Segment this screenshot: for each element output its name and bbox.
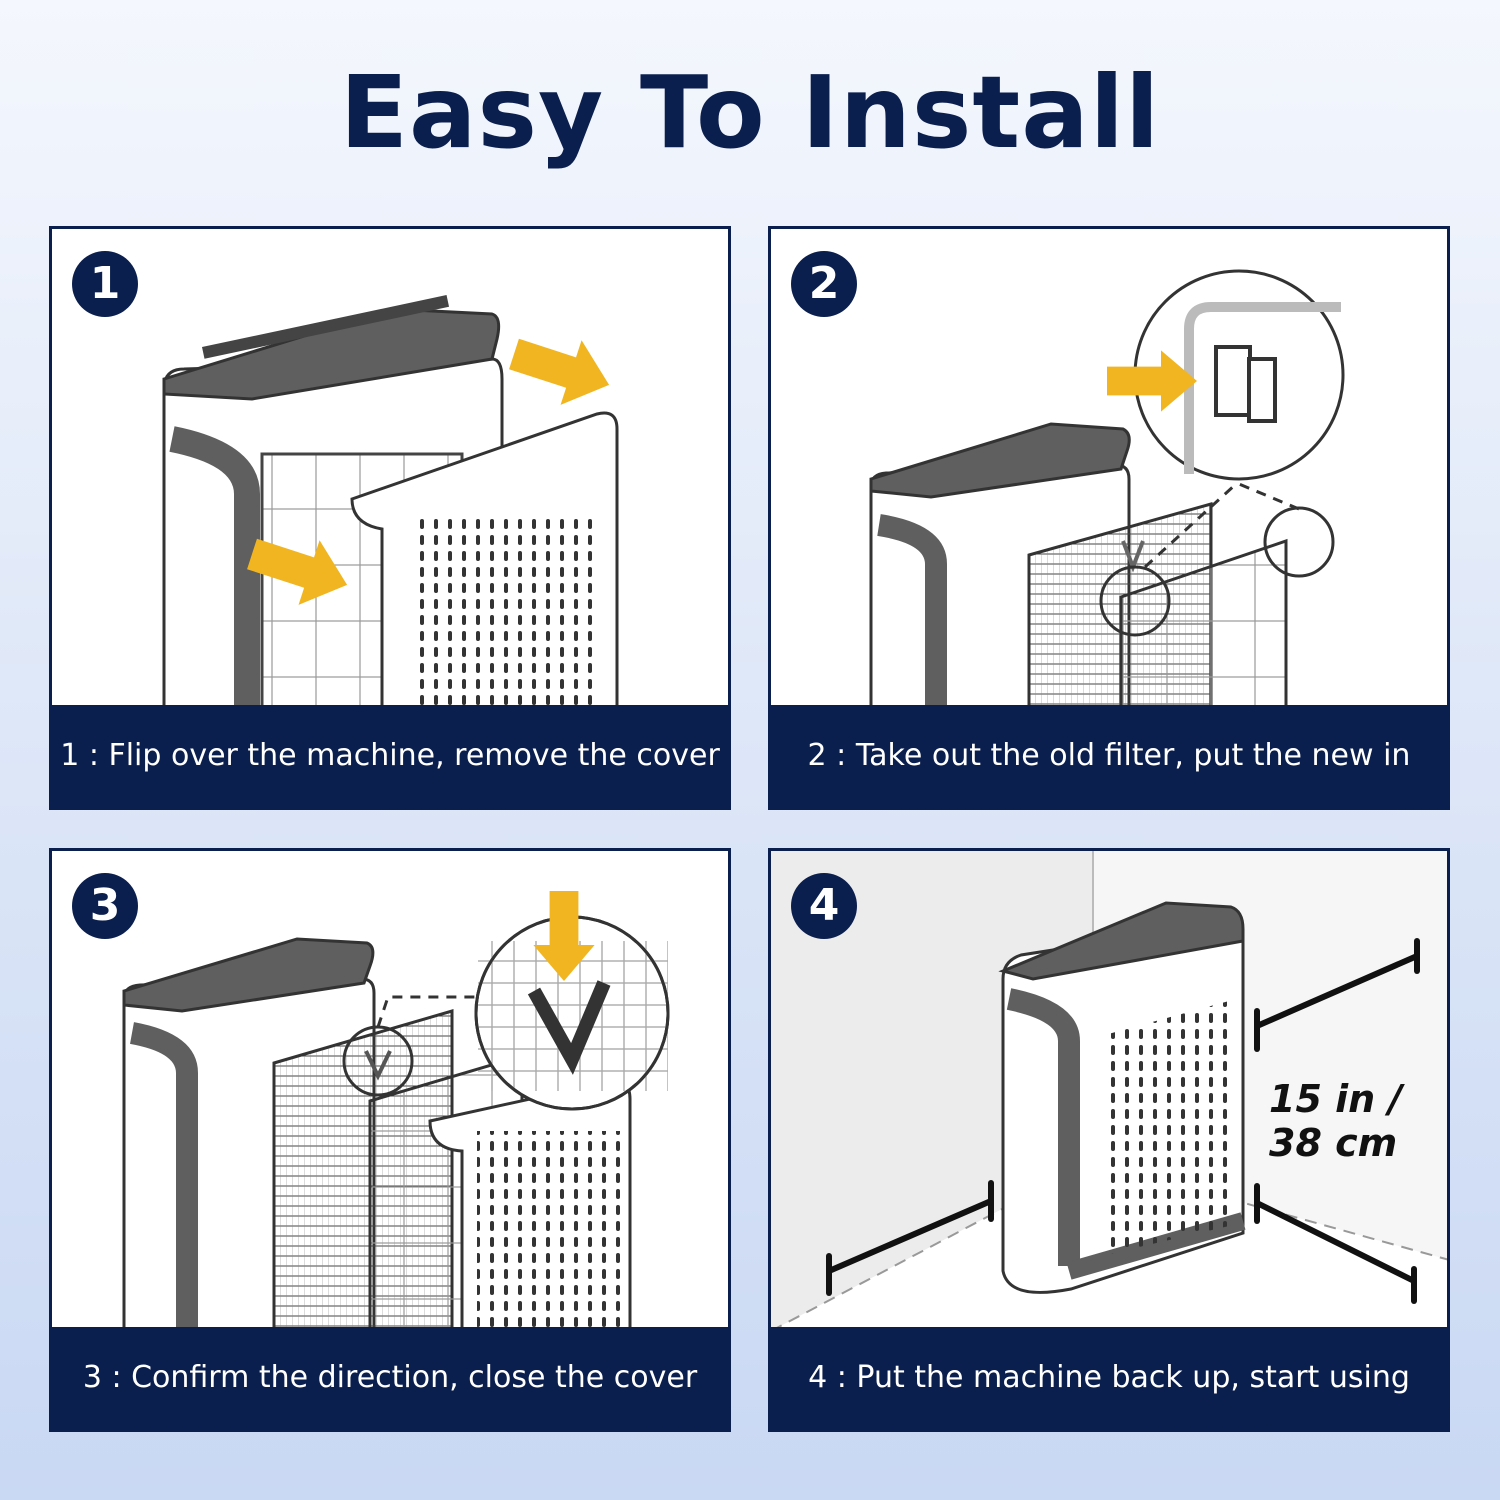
dimension-line-right-upper [1254, 938, 1420, 1052]
magnifier-circle-icon [1263, 506, 1335, 578]
magnifier-circle-icon [474, 915, 670, 1111]
step-number-badge: 2 [791, 251, 857, 317]
page-title: Easy To Install [339, 54, 1161, 171]
step-2-illustration [869, 269, 1345, 711]
step-2-panel: 2 2 : Take out the old filter, put the n… [768, 226, 1450, 810]
step-number-badge: 3 [72, 873, 138, 939]
step-4-panel: 15 in / 38 cm 4 4 : Put the machine back… [768, 848, 1450, 1432]
step-caption: 1 : Flip over the machine, remove the co… [52, 705, 728, 807]
step-4-illustration [771, 851, 1447, 1332]
magnifier-circle-icon [1133, 269, 1345, 481]
direction-v-icon [527, 980, 611, 1075]
dimension-label-line2: 38 cm [1269, 1121, 1398, 1165]
step-3-illustration [122, 891, 670, 1333]
dimension-label: 15 in / 38 cm [1269, 1077, 1402, 1165]
step-caption: 4 : Put the machine back up, start using [771, 1327, 1447, 1429]
step-caption: 3 : Confirm the direction, close the cov… [52, 1327, 728, 1429]
dimension-label-line1: 15 in / [1269, 1077, 1403, 1121]
step-3-panel: 3 3 : Confirm the direction, close the c… [49, 848, 731, 1432]
magnifier-circle-icon [1099, 565, 1171, 637]
step-caption: 2 : Take out the old filter, put the new… [771, 705, 1447, 807]
cover-panel [428, 1079, 632, 1333]
step-number-badge: 4 [791, 873, 857, 939]
dimension-line-right-lower [1254, 1183, 1417, 1304]
step-1-panel: 1 1 : Flip over the machine, remove the … [49, 226, 731, 810]
dimension-line-left [826, 1180, 994, 1296]
step-number-badge: 1 [72, 251, 138, 317]
air-purifier-icon [998, 901, 1246, 1294]
arrow-icon [503, 321, 620, 418]
step-1-illustration [162, 295, 620, 711]
cover-panel [350, 411, 619, 711]
